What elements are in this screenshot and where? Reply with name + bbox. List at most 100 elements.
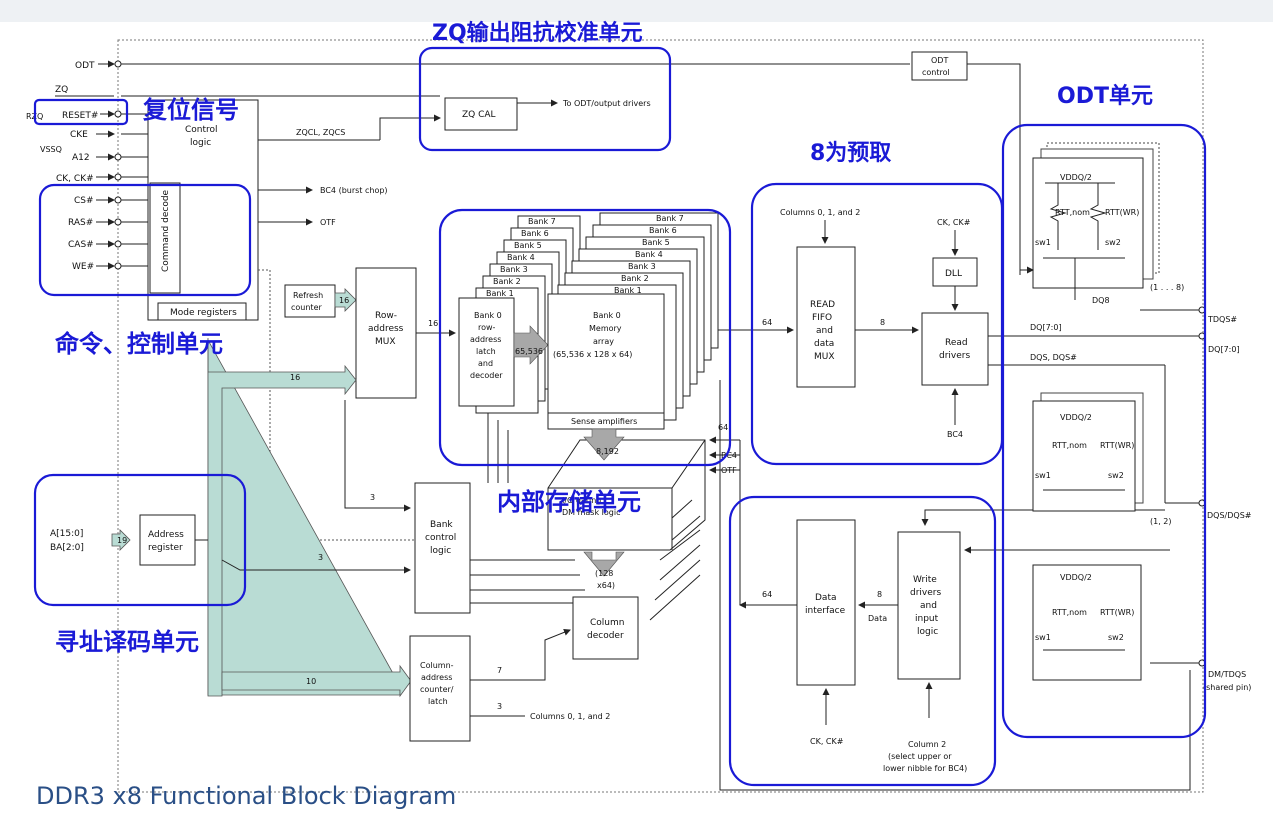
pin-zq: ZQ — [55, 85, 68, 95]
odt-control-label-2: control — [922, 68, 950, 77]
odt3-sw1: sw1 — [1035, 633, 1051, 642]
column-decoder-label-2: decoder — [587, 631, 624, 641]
zq-cal-block — [444, 97, 518, 131]
addr-annotation-box — [33, 473, 247, 607]
refresh-label-1: Refresh — [293, 291, 323, 300]
array-label-3: array — [593, 337, 614, 346]
columns-012-bottom: Columns 0, 1, and 2 — [530, 712, 610, 721]
read-drivers-block — [921, 312, 989, 386]
odt1-rttwr: RTT(WR) — [1105, 208, 1139, 217]
pin-a12: A12 — [72, 153, 90, 163]
storage-annotation-label: 内部存储单元 — [497, 488, 641, 516]
odt2-rttnom: RTT,nom — [1052, 441, 1087, 450]
mode-registers-label: Mode registers — [170, 308, 237, 318]
write-drivers-block — [897, 531, 961, 680]
odt-annotation-label: ODT单元 — [1057, 84, 1153, 109]
odt2-vddq: VDDQ/2 — [1060, 413, 1092, 422]
addr-annotation-label: 寻址译码单元 — [55, 628, 199, 656]
odt1-rttnom: RTT,nom — [1055, 208, 1090, 217]
top-banner — [0, 0, 1273, 22]
read-fifo-block — [796, 246, 856, 388]
bc4-label-mid: BC4 — [721, 451, 737, 460]
read-drivers-label-2: drivers — [939, 351, 970, 361]
address-register-label-2: register — [148, 543, 183, 553]
fifo-label-1: READ — [810, 300, 835, 310]
diagram-caption: DDR3 x8 Functional Block Diagram — [36, 782, 457, 810]
write-label-4: input — [915, 614, 939, 624]
bus-16a: 16 — [339, 296, 349, 305]
column-decoder-block — [572, 596, 639, 660]
fifo-label-5: MUX — [814, 352, 835, 362]
bank1-label-r: Bank 1 — [614, 286, 642, 295]
write-label-2: drivers — [910, 588, 941, 598]
bank5-label-l: Bank 5 — [514, 241, 542, 250]
column2-label-3: lower nibble for BC4) — [883, 764, 967, 773]
zq-cal-label: ZQ CAL — [462, 110, 496, 120]
colcount-label-4: latch — [428, 697, 448, 706]
pin-group: ODT ZQ RZQ RESET# CKE VSSQ A12 CK, CK# C… — [26, 60, 910, 553]
column-counter-block — [409, 635, 471, 742]
reset-annotation-label: 复位信号 — [142, 96, 239, 124]
out-shared: (shared pin) — [1203, 683, 1251, 692]
bank3-label-r: Bank 3 — [628, 262, 656, 271]
bank-control-label-1: Bank — [430, 520, 453, 530]
column-decoder-label-1: Column — [590, 618, 624, 628]
bus-19: 19 — [117, 536, 127, 545]
ck-label-top: CK, CK# — [937, 218, 971, 227]
latch-label-1: Bank 0 — [474, 311, 502, 320]
odt2-sw2: sw2 — [1108, 471, 1124, 480]
fifo-label-3: and — [816, 326, 833, 336]
control-logic-label-2: logic — [190, 138, 211, 148]
dq8-label: DQ8 — [1092, 296, 1110, 305]
odt1-sw2: sw2 — [1105, 238, 1121, 247]
dll-label: DLL — [945, 269, 962, 279]
pin-cke: CKE — [70, 130, 88, 140]
storage-annotation-box — [438, 208, 732, 467]
pin-cs: CS# — [74, 196, 94, 206]
bus-7: 7 — [497, 666, 502, 675]
dqs-label: DQS, DQS# — [1030, 353, 1077, 362]
odt3-vddq: VDDQ/2 — [1060, 573, 1092, 582]
data-interface-block — [796, 519, 856, 686]
bus-3a: 3 — [370, 493, 375, 502]
odt-unit-1: VDDQ/2 RTT,nom RTT(WR) sw1 sw2 (1 . . . … — [1020, 142, 1184, 305]
pin-reset: RESET# — [62, 111, 98, 121]
row-mux-label-3: MUX — [375, 337, 396, 347]
bus-128: (128 — [595, 569, 613, 578]
odt-unit-3: VDDQ/2 RTT,nom RTT(WR) sw1 sw2 — [1032, 564, 1142, 681]
data-interface-label-1: Data — [815, 593, 837, 603]
bus-65536: 65,536 — [515, 347, 543, 356]
row-mux-label-1: Row- — [375, 311, 397, 321]
bank7-label-r: Bank 7 — [656, 214, 684, 223]
bc4-burst-label: BC4 (burst chop) — [320, 186, 388, 195]
colcount-label-1: Column- — [420, 661, 454, 670]
odt2-range: (1, 2) — [1150, 517, 1172, 526]
fifo-label-4: data — [814, 339, 834, 349]
bank2-label-r: Bank 2 — [621, 274, 649, 283]
control-logic-label-1: Control — [185, 125, 218, 135]
array-label-4: (65,536 x 128 x 64) — [553, 350, 632, 359]
bus-3c: 3 — [497, 702, 502, 711]
io-gating-label-2: DM mask logic — [562, 508, 620, 517]
io-gating-block — [547, 439, 706, 551]
bank-control-label-3: logic — [430, 546, 451, 556]
out-dqs: DQS/DQS# — [1207, 511, 1252, 520]
write-label-5: logic — [917, 627, 938, 637]
refresh-label-2: counter — [291, 303, 322, 312]
output-pins: TDQS# DQ[7:0] DQS/DQS# DM/TDQS (shared p… — [1140, 306, 1252, 692]
odt2-sw1: sw1 — [1035, 471, 1051, 480]
out-dm: DM/TDQS — [1208, 670, 1246, 679]
column2-label-2: (select upper or — [888, 752, 952, 761]
pin-vssq: VSSQ — [40, 145, 62, 154]
to-odt-label: To ODT/output drivers — [562, 99, 651, 108]
io-gating-label-1: I/O gating — [562, 496, 601, 505]
odt3-sw2: sw2 — [1108, 633, 1124, 642]
bc4-label-read: BC4 — [947, 430, 963, 439]
bus-8a: 8 — [880, 318, 885, 327]
pin-ck: CK, CK# — [56, 174, 94, 184]
dq70-label: DQ[7:0] — [1030, 323, 1062, 332]
ck-label-bottom: CK, CK# — [810, 737, 844, 746]
bank4-label-r: Bank 4 — [635, 250, 663, 259]
command-decode-label: Command decode — [161, 189, 171, 272]
